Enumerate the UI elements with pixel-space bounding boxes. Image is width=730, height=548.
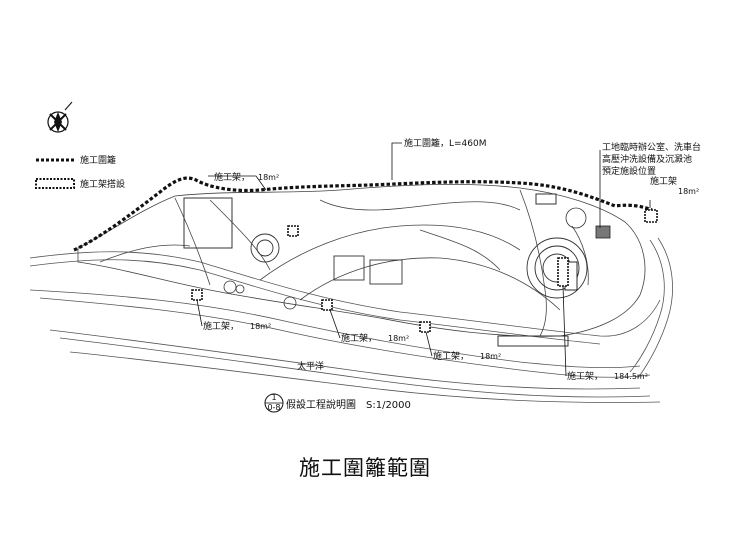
north-arrow-icon [47, 101, 73, 133]
drawing-scale: S:1/2000 [366, 400, 411, 411]
top-right-building [535, 193, 557, 205]
small-circles [223, 207, 587, 310]
office-note-line3: 預定施設位置 [602, 165, 656, 177]
scaffold-bottom-label: 施工架， [567, 370, 603, 382]
scaffold-top-label: 施工架， [214, 171, 250, 183]
ocean-label: 太平洋 [297, 360, 324, 372]
scaffold-mid-area: 18m² [388, 334, 409, 343]
scaffold-mid2-label: 施工架， [433, 350, 469, 362]
round-plaza [250, 233, 280, 263]
temporary-office-marker [595, 225, 611, 239]
scaffold-left-area: 18m² [250, 322, 271, 331]
fence-length-label: 施工圍籬，L=460M [404, 137, 487, 149]
drawing-number-bottom: 0-8 [267, 403, 280, 412]
scaffold-mid [321, 299, 333, 311]
scaffold-mid2 [419, 321, 431, 333]
bottom-building [497, 335, 569, 347]
office-note-line1: 工地臨時辦公室、洗車台 [602, 141, 701, 153]
central-rotunda [526, 237, 588, 299]
figure-caption: 施工圍籬範圍 [299, 456, 431, 480]
legend-scaffold-label: 施工架搭設 [80, 178, 125, 190]
coastline [29, 237, 673, 403]
scaffold-right [644, 209, 658, 223]
legend-fence-label: 施工圍籬 [80, 154, 116, 166]
scaffold-left-label: 施工架， [203, 320, 239, 332]
leader-lines [196, 142, 651, 377]
legend-scaffold-swatch [35, 178, 75, 189]
scaffold-top [287, 225, 299, 237]
tennis-court-1 [333, 255, 365, 281]
scaffold-mid-label: 施工架， [341, 332, 377, 344]
plaza-square-building [183, 197, 233, 249]
construction-fence-line [73, 176, 653, 252]
drawing-title: 假設工程說明圖 [286, 398, 356, 411]
park-layout [77, 183, 646, 337]
scaffold-mid2-area: 18m² [480, 352, 501, 361]
tennis-court-2 [369, 259, 403, 285]
scaffold-bottom [557, 257, 569, 287]
office-note-line2: 高壓沖洗設備及沉澱池 [602, 153, 692, 165]
drawing-title-block: 1 0-8 假設工程說明圖 S:1/2000 [264, 393, 411, 413]
scaffold-bottom-area: 184.5m² [614, 372, 648, 381]
scaffold-left [191, 289, 203, 301]
scaffold-markers [191, 209, 658, 333]
scaffold-right-area: 18m² [678, 187, 699, 196]
legend: 施工圍籬 施工架搭設 [35, 154, 125, 190]
drawing-number-top: 1 [271, 393, 276, 402]
scaffold-top-area: 18m² [258, 173, 279, 182]
scaffold-right-label: 施工架 [650, 175, 677, 187]
